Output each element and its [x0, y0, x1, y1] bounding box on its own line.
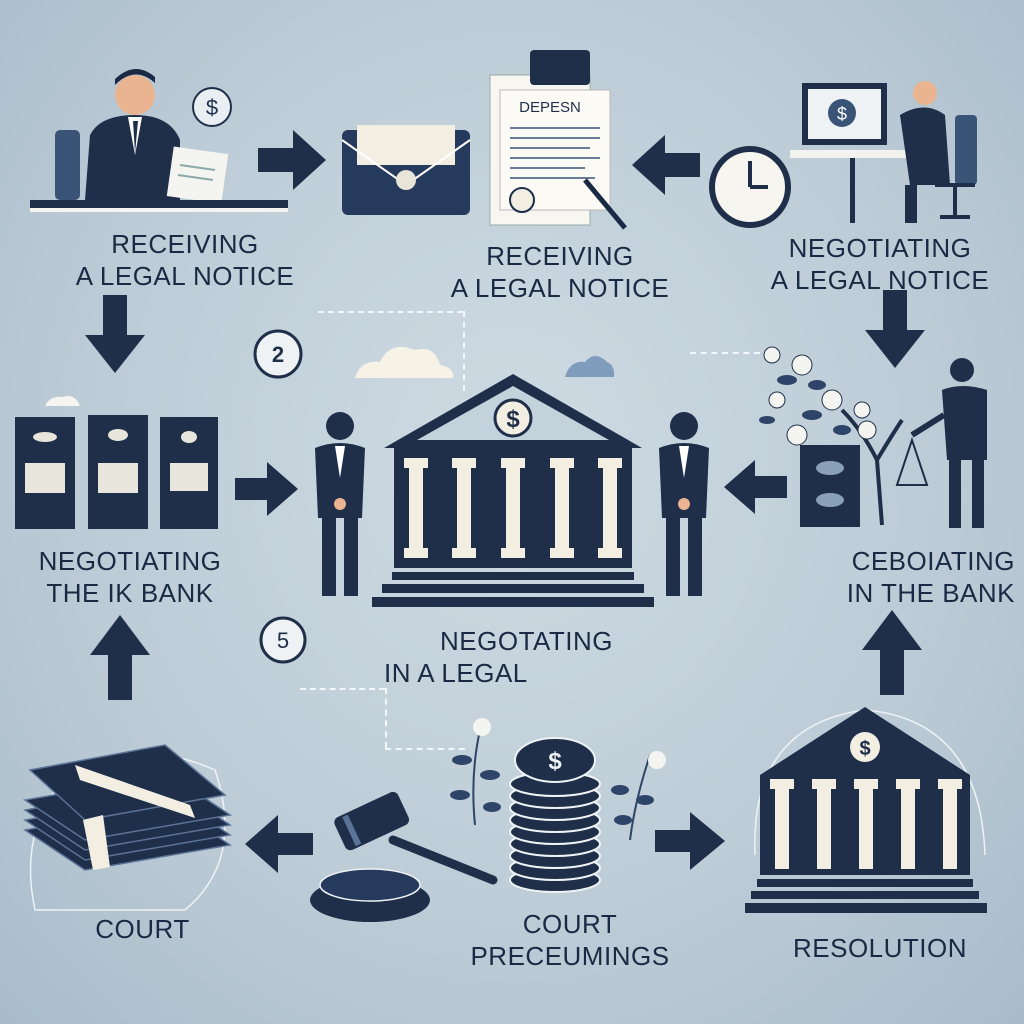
step-number-badge: 2 — [253, 329, 303, 379]
cash-bundle-icon — [23, 744, 232, 911]
arrow-right-icon — [235, 462, 298, 516]
resolution-bank-building-icon: $ — [745, 707, 987, 913]
person-at-computer-illustration: $ — [790, 81, 977, 223]
dashed-connector — [385, 688, 387, 748]
step-label-receiving-notice-2: RECEIVING A LEGAL NOTICE — [410, 240, 710, 304]
businessman-at-desk-illustration — [30, 68, 288, 212]
label-line: IN THE BANK — [846, 578, 1015, 608]
label-line: A LEGAL NOTICE — [75, 261, 295, 291]
dollar-sign: $ — [837, 104, 847, 124]
step-label-negotiating-legal: NEGOTATING IN A LEGAL — [380, 625, 680, 689]
plant-sprig-icon — [611, 751, 666, 841]
label-line: PRECEUMINGS — [470, 941, 670, 971]
cloud-icon — [565, 356, 615, 377]
badge-number: 5 — [277, 628, 289, 653]
label-line: COURT — [95, 914, 190, 944]
envelope-icon — [341, 125, 471, 215]
file-cabinets-illustration — [15, 415, 218, 529]
clock-icon — [709, 146, 791, 228]
guard-figure — [659, 412, 709, 596]
dollar-sign: $ — [206, 95, 218, 120]
arrow-up-icon — [90, 615, 150, 700]
label-line: A LEGAL NOTICE — [450, 273, 670, 303]
plant-sprig-icon — [450, 718, 501, 826]
dollar-sign: $ — [506, 406, 520, 433]
label-line: RECEIVING — [111, 229, 259, 259]
label-line: IN A LEGAL — [384, 658, 528, 688]
step-label-negotiating-bank: NEGOTIATING THE IK BANK — [10, 545, 250, 609]
cloud-icon — [355, 346, 454, 378]
label-line: NEGOTATING — [440, 626, 614, 656]
arrow-left-icon — [632, 135, 700, 195]
clipboard-document-icon: DEPESN — [489, 50, 627, 230]
label-line: A LEGAL NOTICE — [770, 265, 990, 295]
dashed-connector — [463, 311, 465, 391]
arrow-left-icon — [245, 815, 313, 873]
badge-number: 2 — [272, 342, 284, 367]
guard-figure — [315, 412, 365, 596]
arrow-right-icon — [655, 812, 725, 870]
cloud-icon — [45, 396, 80, 406]
arrow-left-icon — [724, 460, 787, 514]
bank-building-icon: $ — [372, 374, 654, 607]
label-line: RESOLUTION — [792, 933, 968, 963]
label-line: NEGOTIATING — [38, 546, 222, 576]
step-label-court: COURT — [60, 913, 225, 945]
dollar-sign: $ — [548, 748, 562, 775]
dashed-connector — [690, 352, 760, 354]
coin-stack-icon: $ — [509, 737, 601, 893]
step-label-resolution: RESOLUTION — [780, 932, 980, 964]
step-label-ceboiating-bank: CEBOIATING IN THE BANK — [790, 545, 1015, 609]
step-label-negotiating-notice: NEGOTIATING A LEGAL NOTICE — [740, 232, 1020, 296]
label-line: COURT — [522, 909, 618, 939]
dollar-coin-icon: $ — [192, 87, 232, 127]
label-line: NEGOTIATING — [788, 233, 972, 263]
arrow-up-icon — [862, 610, 922, 695]
dollar-sign: $ — [859, 738, 870, 760]
step-label-court-proceedings: COURT PRECEUMINGS — [440, 908, 700, 972]
step-number-badge: 5 — [259, 616, 307, 664]
flowering-tree-with-safe-illustration — [759, 346, 987, 528]
label-line: THE IK BANK — [46, 578, 214, 608]
label-line: RECEIVING — [486, 241, 634, 271]
document-heading: DEPESN — [519, 99, 581, 116]
gavel-icon — [310, 791, 498, 922]
arrow-down-icon — [865, 290, 925, 368]
arrow-down-icon — [85, 295, 145, 373]
arrow-right-icon — [258, 130, 326, 190]
dashed-connector — [385, 748, 465, 750]
step-label-receiving-notice-1: RECEIVING A LEGAL NOTICE — [40, 228, 330, 292]
label-line: CEBOIATING — [851, 546, 1015, 576]
dashed-connector — [318, 311, 463, 313]
dashed-connector — [300, 688, 385, 690]
